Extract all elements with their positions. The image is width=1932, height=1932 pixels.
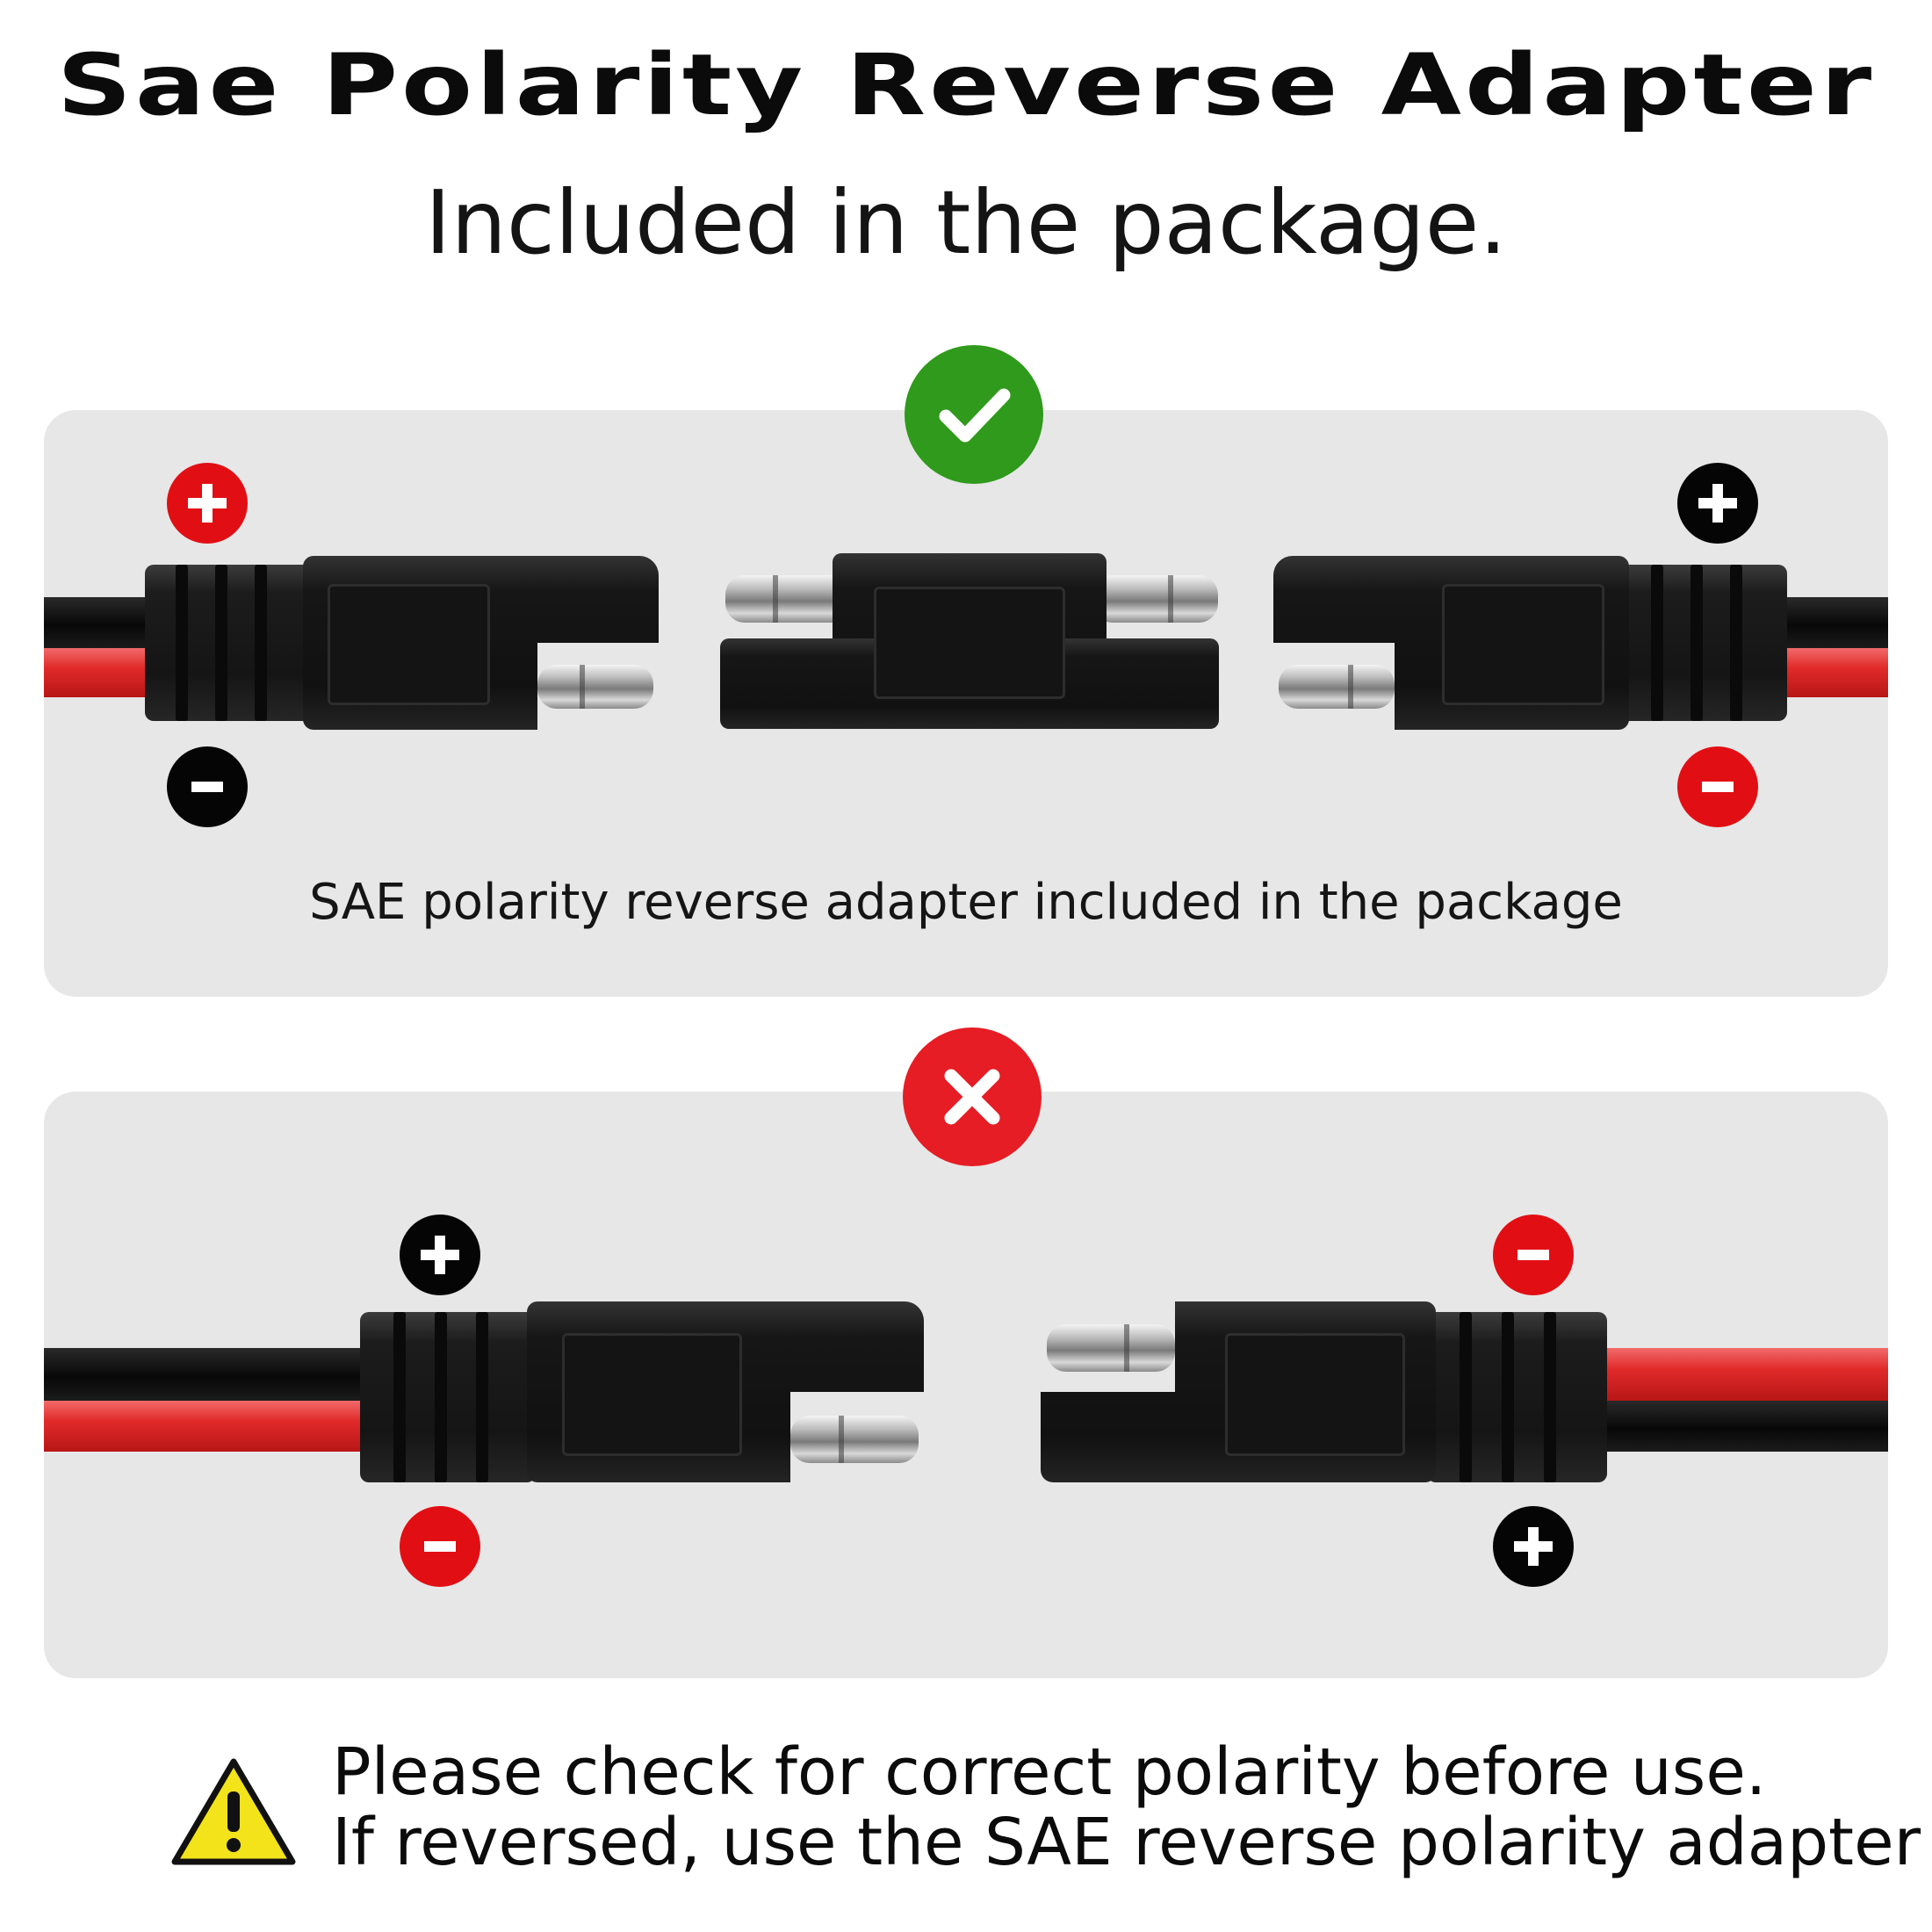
left-negative-sign — [167, 746, 248, 827]
wrong-right-black-wire — [1603, 1401, 1888, 1452]
wrong-left-negative-sign — [400, 1506, 480, 1587]
wrong-right-positive-sign — [1493, 1506, 1574, 1587]
left-cable-red-wire — [44, 648, 149, 697]
warning-icon — [169, 1756, 298, 1869]
page-title: Sae Polarity Reverse Adapter — [56, 35, 1876, 135]
left-cable-black-wire — [44, 597, 149, 648]
wrong-left-red-wire — [44, 1401, 369, 1452]
right-cable-red-wire — [1783, 648, 1888, 697]
page-subtitle: Included in the package. — [424, 171, 1508, 274]
wrong-right-red-wire — [1603, 1348, 1888, 1401]
warning-line-2: If reversed, use the SAE reverse polarit… — [332, 1805, 1921, 1880]
left-positive-sign — [167, 463, 248, 544]
wrong-right-negative-sign — [1493, 1215, 1574, 1295]
right-negative-sign — [1677, 746, 1758, 827]
right-positive-sign — [1677, 463, 1758, 544]
warning-line-1: Please check for correct polarity before… — [332, 1734, 1767, 1810]
check-icon — [905, 345, 1043, 484]
right-cable-black-wire — [1783, 597, 1888, 648]
wrong-left-black-wire — [44, 1348, 369, 1401]
x-icon — [903, 1027, 1042, 1166]
wrong-left-positive-sign — [400, 1215, 480, 1295]
correct-panel-caption: SAE polarity reverse adapter included in… — [309, 874, 1623, 931]
